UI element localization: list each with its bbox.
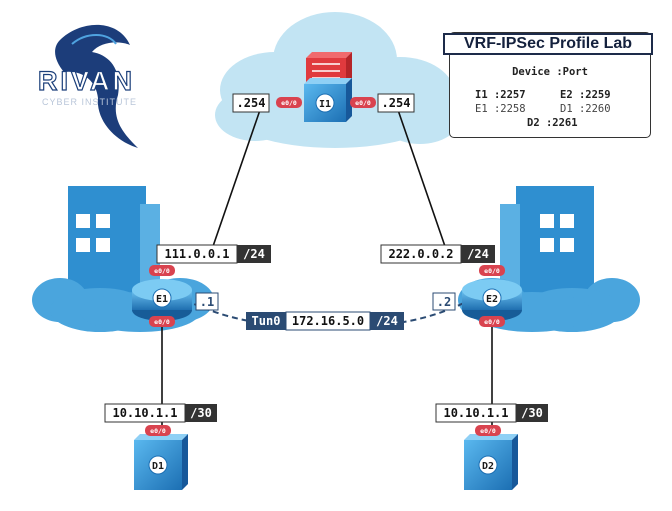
port-e1-bottom: e0/0 — [149, 316, 175, 327]
port-e2-top: e0/0 — [479, 265, 505, 276]
svg-text:10.10.1.1: 10.10.1.1 — [443, 406, 508, 420]
port-e1-top: e0/0 — [149, 265, 175, 276]
legend-e2: E2 :2259 — [560, 89, 611, 101]
device-d1-label: D1 — [152, 461, 164, 472]
logo-name: RIVAN — [37, 65, 136, 96]
device-e2[interactable]: E2 — [462, 279, 522, 321]
svg-text:10.10.1.1: 10.10.1.1 — [112, 406, 177, 420]
svg-text:172.16.5.0: 172.16.5.0 — [292, 314, 364, 328]
logo-subtitle: CYBER INSTITUTE — [42, 97, 138, 107]
addr-e1-inside: 10.10.1.1 /30 — [104, 403, 217, 423]
svg-text:e0/0: e0/0 — [355, 99, 371, 107]
port-e2-bottom: e0/0 — [479, 316, 505, 327]
device-d2-label: D2 — [482, 461, 494, 472]
addr-e1-outside: 111.0.0.1 /24 — [156, 244, 271, 264]
addr-e2-inside: 10.10.1.1 /30 — [435, 403, 548, 423]
svg-text:e0/0: e0/0 — [484, 267, 500, 275]
tunnel-host-e2: .2 — [432, 292, 456, 311]
port-i1-right: e0/0 — [350, 97, 376, 108]
device-i1[interactable]: I1 — [304, 78, 352, 122]
link-i1-e2 — [397, 109, 449, 256]
addr-i1-right: .254 — [377, 93, 415, 113]
svg-text:/24: /24 — [467, 247, 489, 261]
svg-text:.1: .1 — [200, 295, 214, 309]
svg-text:/30: /30 — [521, 406, 543, 420]
svg-text:e0/0: e0/0 — [480, 427, 496, 435]
port-i1-left: e0/0 — [276, 97, 302, 108]
svg-text:e0/0: e0/0 — [154, 267, 170, 275]
svg-text:222.0.0.2: 222.0.0.2 — [388, 247, 453, 261]
tunnel-label: Tun0 172.16.5.0 /24 — [246, 311, 404, 331]
port-d2-top: e0/0 — [475, 425, 501, 436]
addr-i1-left: .254 — [232, 93, 270, 113]
addr-e2-outside: 222.0.0.2 /24 — [380, 244, 495, 264]
legend-header: Device :Port — [512, 66, 588, 78]
svg-text:.254: .254 — [237, 96, 266, 110]
svg-text:.254: .254 — [382, 96, 411, 110]
legend-e1: E1 :2258 — [475, 103, 526, 115]
device-d2[interactable]: D2 — [464, 434, 518, 490]
device-e1-label: E1 — [156, 294, 168, 305]
port-d1-top: e0/0 — [145, 425, 171, 436]
tunnel-host-e1: .1 — [195, 292, 219, 311]
svg-text:/30: /30 — [190, 406, 212, 420]
link-i1-e1 — [209, 109, 261, 256]
rivan-logo — [55, 24, 138, 148]
svg-text:/24: /24 — [243, 247, 265, 261]
device-e2-label: E2 — [486, 294, 498, 305]
svg-text:e0/0: e0/0 — [150, 427, 166, 435]
legend-d1: D1 :2260 — [560, 103, 611, 115]
svg-text:Tun0: Tun0 — [252, 314, 281, 328]
svg-text:e0/0: e0/0 — [484, 318, 500, 326]
legend-i1: I1 :2257 — [475, 89, 526, 101]
svg-text:e0/0: e0/0 — [154, 318, 170, 326]
device-d1[interactable]: D1 — [134, 434, 188, 490]
svg-text:e0/0: e0/0 — [281, 99, 297, 107]
lab-title: VRF-IPSec Profile Lab — [443, 33, 653, 55]
svg-text:.2: .2 — [437, 295, 451, 309]
legend-d2: D2 :2261 — [527, 117, 578, 129]
device-e1[interactable]: E1 — [132, 279, 192, 321]
svg-text:/24: /24 — [376, 314, 398, 328]
device-i1-label: I1 — [319, 99, 331, 110]
svg-text:111.0.0.1: 111.0.0.1 — [164, 247, 229, 261]
